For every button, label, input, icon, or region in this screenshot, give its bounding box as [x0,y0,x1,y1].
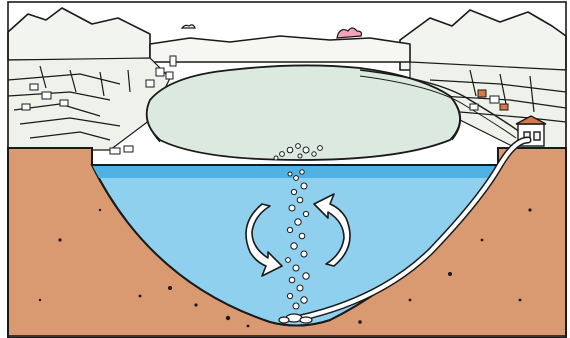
house [22,104,30,110]
house [124,146,133,152]
house [42,92,51,99]
house [170,56,176,66]
house [500,104,508,110]
mountain-middle-ridge [150,36,410,62]
house [146,80,154,87]
house [156,68,164,76]
house [60,100,68,106]
house [478,90,486,97]
house [470,104,478,110]
house [30,84,38,90]
house [110,148,120,154]
house [166,72,173,79]
house [490,96,499,103]
